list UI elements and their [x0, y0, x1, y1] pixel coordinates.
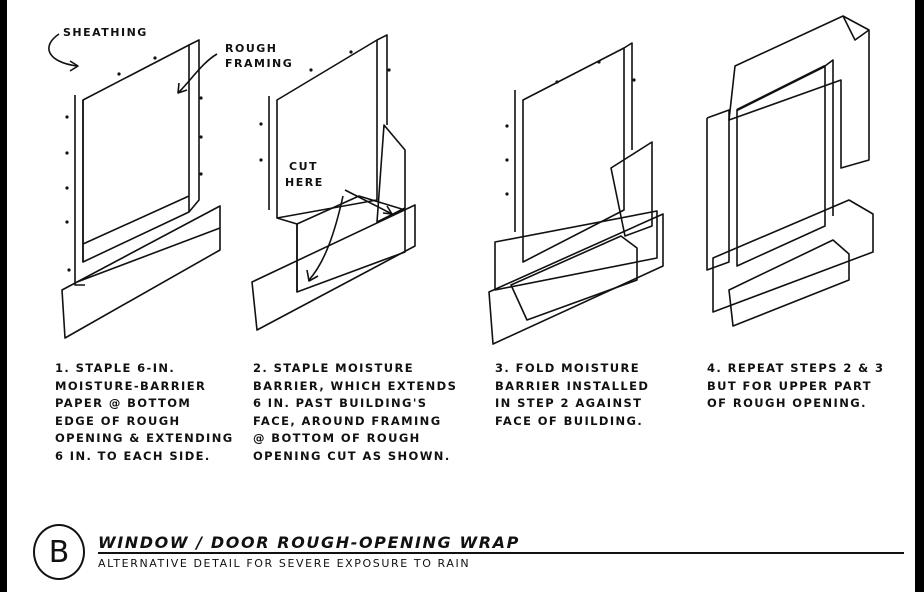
label-sheathing: SHEATHING	[63, 26, 148, 39]
title-rule	[98, 552, 904, 554]
staple-dots	[505, 60, 636, 196]
staple-dots	[259, 50, 391, 162]
cut-arrow-right	[344, 189, 393, 215]
cut-arrow-down	[308, 195, 344, 281]
label-rough-framing-line1: ROUGH	[225, 42, 278, 55]
sheathing-leader	[48, 33, 78, 67]
figure-step-2	[251, 34, 416, 331]
step-4-caption: 4. REPEAT STEPS 2 & 3 BUT FOR UPPER PART…	[707, 361, 885, 410]
detail-subtitle: ALTERNATIVE DETAIL FOR SEVERE EXPOSURE T…	[98, 557, 471, 570]
drawing-sheet: SHEATHING ROUGH FRAMING	[7, 0, 915, 592]
step-1-caption: 1. STAPLE 6-IN. MOISTURE-BARRIER PAPER @…	[55, 361, 234, 463]
label-rough-framing-line2: FRAMING	[225, 57, 293, 70]
rough-opening-wrap-illustrations: SHEATHING ROUGH FRAMING	[48, 15, 874, 345]
label-cut-line1: CUT	[289, 160, 318, 173]
figure-step-1	[61, 39, 221, 339]
step-3-caption: 3. FOLD MOISTURE BARRIER INSTALLED IN ST…	[495, 361, 650, 428]
detail-title: WINDOW / DOOR ROUGH-OPENING WRAP	[98, 533, 520, 552]
rough-framing-leader	[178, 53, 218, 93]
detail-letter-badge: B	[33, 524, 85, 580]
label-cut-line2: HERE	[285, 176, 324, 189]
staple-dots	[65, 56, 203, 272]
step-2-caption: 2. STAPLE MOISTURE BARRIER, WHICH EXTEND…	[253, 361, 458, 463]
figure-step-3	[488, 42, 664, 345]
figure-step-4	[706, 15, 874, 327]
